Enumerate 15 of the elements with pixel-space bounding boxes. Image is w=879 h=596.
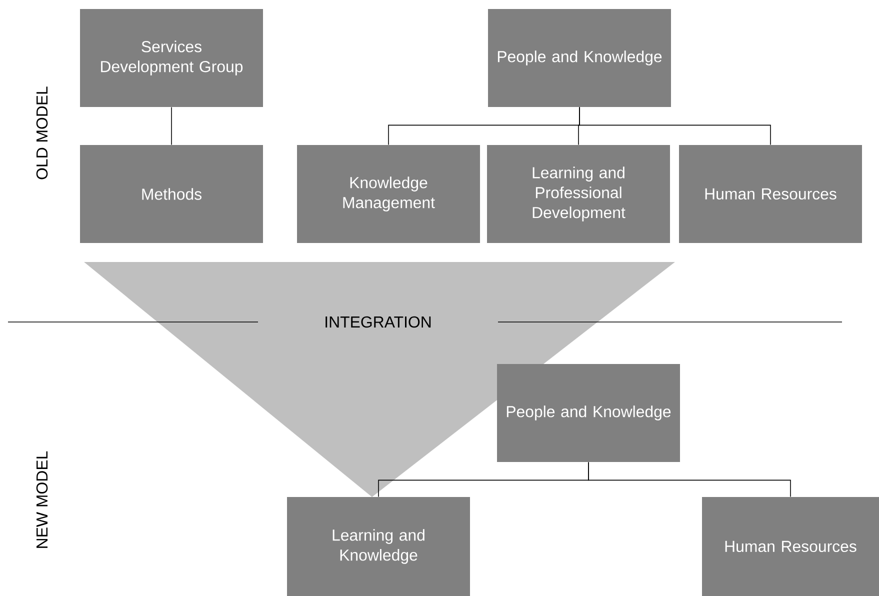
connector-line (171, 106, 172, 146)
org-box: People and Knowledge (488, 9, 671, 107)
org-box: Services Development Group (80, 9, 263, 107)
org-box: People and Knowledge (497, 364, 680, 462)
section-label: INTEGRATION (326, 316, 431, 328)
org-box: Learning and Professional Development (487, 145, 670, 243)
side-label: NEW MODEL (36, 451, 48, 548)
side-label: OLD MODEL (36, 86, 48, 180)
connector-line (588, 462, 791, 498)
org-box: Human Resources (702, 497, 879, 596)
org-box: Knowledge Management (297, 145, 480, 243)
org-box: Learning and Knowledge (287, 497, 470, 596)
org-box: Methods (80, 145, 263, 243)
connector-line (579, 106, 771, 146)
org-box: Human Resources (679, 145, 862, 243)
